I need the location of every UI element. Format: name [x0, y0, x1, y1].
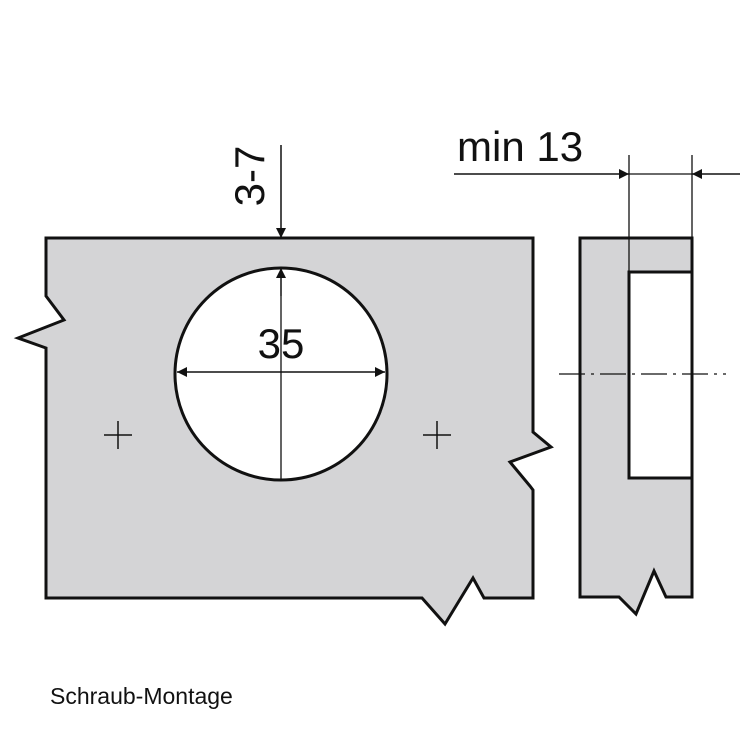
- mounting-type-caption: Schraub-Montage: [50, 683, 233, 709]
- bore-pocket-section: [627, 270, 694, 480]
- screw-position-right: [423, 421, 451, 449]
- door-panel-front-view: 35 3-7: [13, 145, 554, 627]
- edge-distance-label: 3-7: [226, 146, 273, 207]
- bore-diameter-label: 35: [258, 320, 305, 367]
- screw-position-left: [104, 421, 132, 449]
- min-thickness-label: min 13: [457, 123, 583, 170]
- door-panel-side-view: min 13: [454, 123, 740, 617]
